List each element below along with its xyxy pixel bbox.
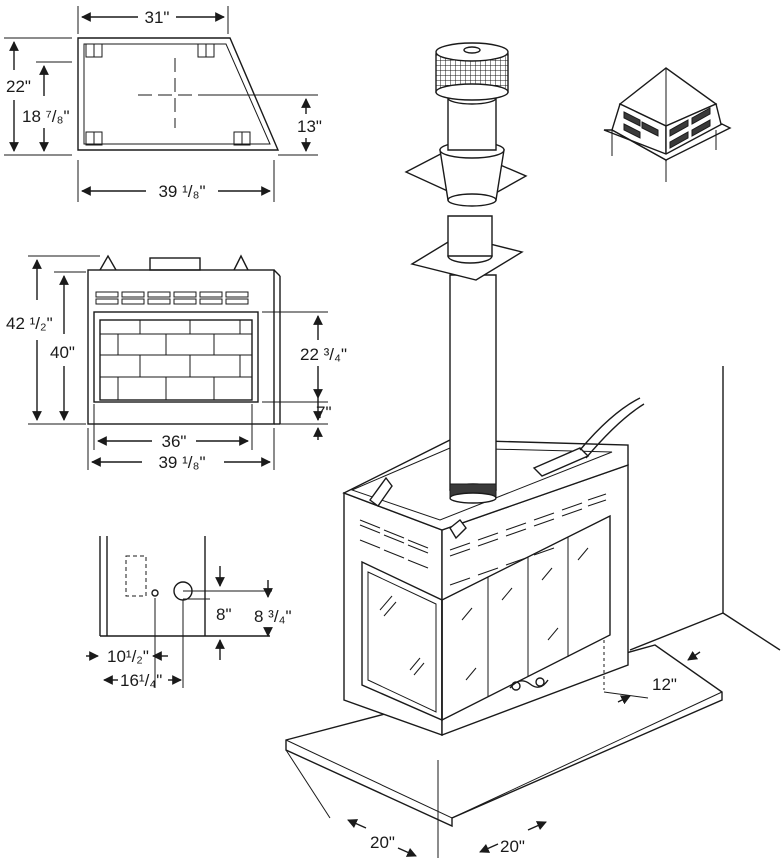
cap-louvers [623,107,711,149]
top-view: 31" 22" 18 ⁷/₈" 13" 39 ¹/₈" [4,6,322,202]
dim-depth-center: 18 ⁷/₈" [22,107,70,126]
glass-glints [379,547,589,681]
dim-gas-8-3-4: 8 ³/₄" [254,607,292,626]
front-view: 42 ¹/₂" 40" 22 ³/₄" 7" 36" 39 ¹/₈" [6,254,347,472]
dim-width-back: 31" [145,8,170,27]
dim-overall-width: 39 ¹/₈" [158,453,205,472]
front-louvers [95,291,249,305]
dim-opening-height: 22 ³/₄" [300,345,347,364]
dim-depth-side: 22" [6,77,31,96]
dim-depth-right: 13" [297,117,322,136]
gas-inlet-detail: 8" 8 ³/₄" 10¹/₂" 16¹/₄" [86,536,292,690]
dim-height-total: 42 ¹/₂" [6,314,53,333]
chimney-cap-icon [435,42,509,101]
dim-hearth-side-left: 20" [370,833,395,852]
dim-gas-10-1-2: 10¹/₂" [107,647,149,666]
dim-gas-16-1-4: 16¹/₄" [120,671,162,690]
dim-hearth-front: 12" [652,675,677,694]
dim-width-front: 39 ¹/₈" [158,182,205,201]
dim-opening-width: 36" [162,432,187,451]
dim-height-body: 40" [50,343,75,362]
dim-base-height: 7" [316,403,332,422]
left-louvers [359,519,429,569]
termination-cap-icon [603,67,732,182]
dim-hearth-side-right: 20" [500,837,525,856]
hearth-dimensions: 12" 20" 20" [285,651,701,858]
top-view-outline [77,37,280,151]
isometric-fireplace [285,42,781,828]
right-louvers [449,493,607,586]
dim-gas-8: 8" [216,605,232,624]
firebrick-pattern [100,320,252,400]
